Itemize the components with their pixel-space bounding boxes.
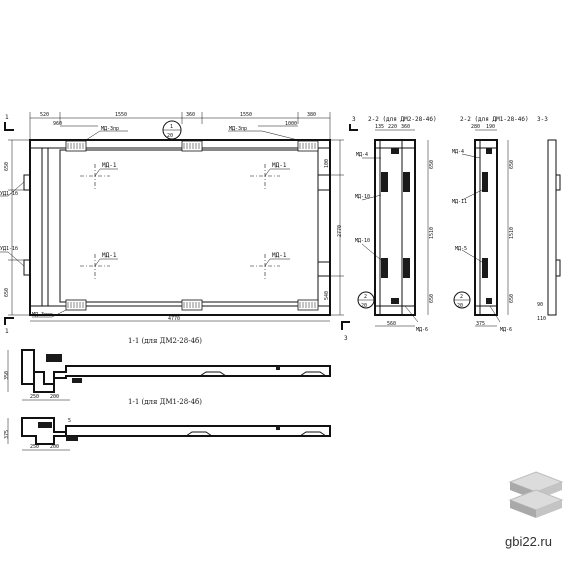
- section-22-dm2: 2-2 (для ДМ2-28-4б) 135 220 360 650 1510…: [355, 116, 437, 333]
- dim-top-520: 520: [40, 112, 49, 118]
- label-md10-a: МД-10: [355, 194, 370, 200]
- section-11-dm2: 1-1 (для ДМ2-28-4б) 350 250 200: [4, 337, 331, 401]
- dim-22-135: 135: [375, 124, 384, 130]
- slab-outline: [29, 139, 331, 316]
- title-22-dm1: 2-2 (для ДМ1-28-4б): [460, 116, 529, 123]
- plate-top-right: [297, 140, 319, 152]
- section-11-dm1: 1-1 (для ДМ1-28-4б) 375 250 200 5: [4, 398, 331, 451]
- title-11-dm2: 1-1 (для ДМ2-28-4б): [128, 337, 202, 345]
- dim-sec2-250: 250: [30, 444, 39, 450]
- dim-22b-280: 280: [471, 124, 480, 130]
- label-md6-b: МД-6: [500, 327, 512, 333]
- insert-a: [381, 172, 388, 192]
- plan-marker-3-top: 3: [352, 116, 356, 123]
- section-11-profile: [21, 349, 331, 393]
- dim-22-650a: 650: [429, 160, 435, 169]
- dim-22b-1510: 1510: [509, 227, 515, 239]
- section-22b-outline: [474, 139, 498, 316]
- label-md1-b: МД-1: [272, 162, 287, 169]
- label-md1-d: МД-1: [272, 252, 287, 259]
- dim-22b-190: 190: [486, 124, 495, 130]
- dim-sec-250: 250: [30, 394, 39, 400]
- label-yd1-1b-a: УД1-1б: [0, 190, 18, 197]
- plate-top-mid: [181, 140, 203, 152]
- label-md10-b: МД-10: [355, 238, 370, 244]
- dim-sec-350: 350: [4, 371, 10, 380]
- dim-top-1550a: 1550: [115, 112, 127, 118]
- plan-view: МД-1 МД-1 МД-1 МД-1 520 960 1550 360 155…: [0, 112, 358, 342]
- dim-sec2-200: 200: [50, 444, 59, 450]
- dim-left-650a: 650: [4, 162, 10, 171]
- title-11-dm1: 1-1 (для ДМ1-28-4б): [128, 398, 202, 406]
- plan-marker-1-bot: 1: [5, 328, 9, 335]
- callout-22-num: 2: [364, 294, 367, 300]
- dim-right-540: 540: [324, 291, 330, 300]
- section-22-outline: [374, 139, 416, 316]
- section-33-outline: [547, 139, 557, 316]
- dim-top-960: 960: [53, 121, 62, 127]
- dim-sec-200: 200: [50, 394, 59, 400]
- label-md6-a: МД-6: [416, 327, 428, 333]
- label-md4-b: МД-4: [452, 149, 464, 155]
- label-md11: МД-11: [452, 199, 467, 205]
- label-md4-a: МД-4: [356, 152, 368, 158]
- section-33: 3-3 90 110: [537, 116, 561, 322]
- dim-22-560: 560: [387, 321, 396, 327]
- dim-right-100: 100: [324, 159, 330, 168]
- callout-1-sheet: 20: [167, 133, 173, 139]
- insert-c: [381, 258, 388, 278]
- dim-22b-650a: 650: [509, 160, 515, 169]
- dim-22b-375: 375: [476, 321, 485, 327]
- label-md5: МД-5: [455, 246, 467, 252]
- dim-side-90: 90: [537, 302, 543, 308]
- slab-inner-frame: [59, 149, 319, 303]
- title-22-dm2: 2-2 (для ДМ2-28-4б): [368, 116, 437, 123]
- dim-22-1510: 1510: [429, 227, 435, 239]
- dim-right-2770: 2770: [337, 225, 343, 237]
- section-22-dm1: 2-2 (для ДМ1-28-4б) 280 190 650 1510 650…: [452, 116, 529, 333]
- plate-top-left: [65, 140, 87, 152]
- callout-22-sheet: 20: [361, 303, 367, 309]
- watermark-text: gbi22.ru: [505, 534, 552, 549]
- plate-bot-left: [65, 299, 87, 311]
- callout-1-num: 1: [170, 124, 173, 130]
- callout-22b-num: 2: [460, 294, 463, 300]
- label-md3lev: МД-3лев: [32, 312, 53, 318]
- dim-22b-650b: 650: [509, 294, 515, 303]
- title-33: 3-3: [537, 116, 548, 123]
- dim-bottom-4770: 4770: [168, 316, 180, 322]
- dim-left-650b: 650: [4, 288, 10, 297]
- dim-top-1000: 1000: [285, 121, 297, 127]
- dim-top-360: 360: [186, 112, 195, 118]
- plate-bot-right: [297, 299, 319, 311]
- dim-22-220: 220: [388, 124, 397, 130]
- dim-sec2-5: 5: [68, 418, 71, 424]
- label-yd1-1b-b: УД1-1б: [0, 245, 18, 252]
- insert-b: [403, 172, 410, 192]
- dim-22-650b: 650: [429, 294, 435, 303]
- label-md3pp-left: МД-3пр: [101, 126, 119, 132]
- gbi-logo-icon: [508, 471, 564, 518]
- plate-bot-mid: [181, 299, 203, 311]
- dim-top-380: 380: [307, 112, 316, 118]
- plan-marker-3-bot: 3: [344, 335, 348, 342]
- label-md1-c: МД-1: [102, 252, 117, 259]
- dim-22-360: 360: [401, 124, 410, 130]
- dim-sec2-375: 375: [4, 430, 10, 439]
- label-md3pp-right: МД-3пр: [229, 126, 247, 132]
- label-md1-a: МД-1: [102, 162, 117, 169]
- plan-marker-1-top: 1: [5, 114, 9, 121]
- insert-d: [403, 258, 410, 278]
- callout-22b-sheet: 20: [457, 303, 463, 309]
- section-11b-profile: [21, 417, 331, 445]
- dim-side-110: 110: [537, 316, 546, 322]
- dim-top-1550b: 1550: [240, 112, 252, 118]
